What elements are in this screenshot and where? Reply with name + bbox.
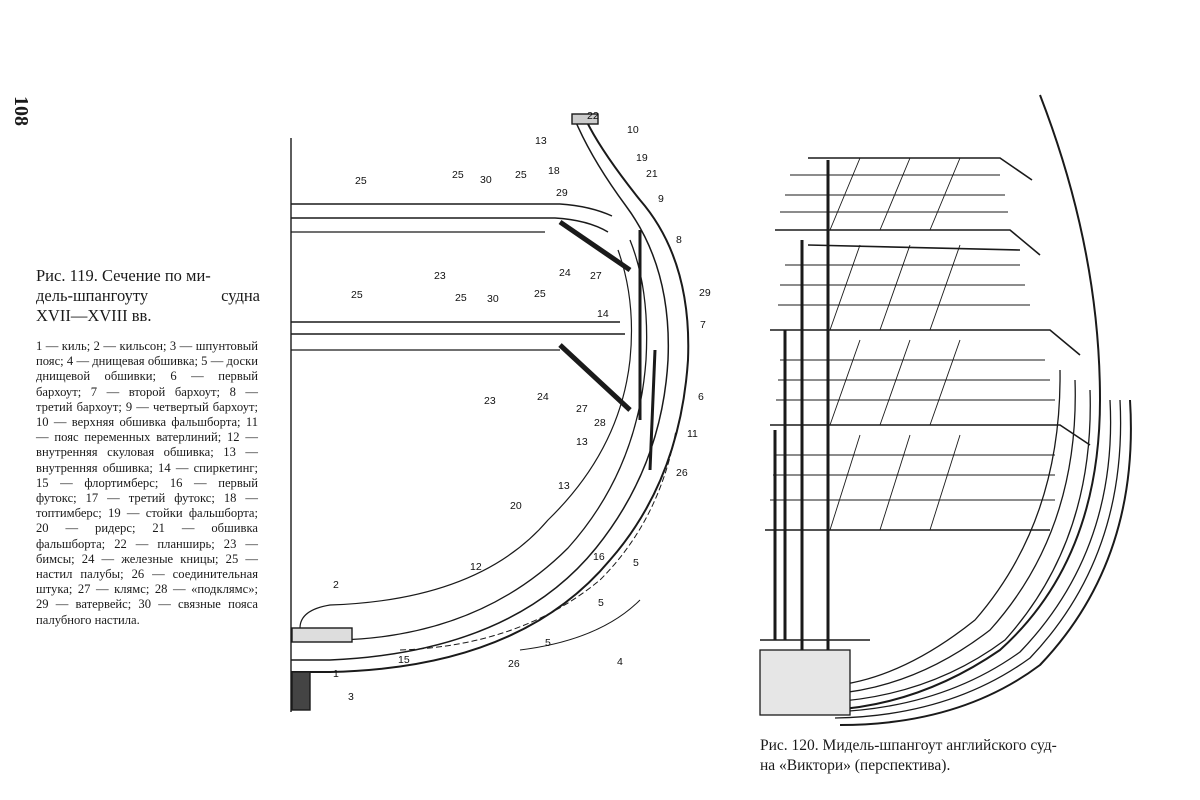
caption-line: Рис. 120. Мидель-шпангоут английского су… — [760, 737, 1057, 754]
callout-26: 26 — [676, 467, 688, 479]
callout-30: 30 — [487, 293, 499, 305]
callout-19: 19 — [636, 152, 648, 164]
callout-25: 25 — [452, 169, 464, 181]
callout-26: 26 — [508, 658, 520, 670]
callout-23: 23 — [484, 395, 496, 407]
callout-5: 5 — [633, 557, 639, 569]
callout-16: 16 — [593, 551, 605, 563]
callout-14: 14 — [597, 308, 609, 320]
callout-11: 11 — [687, 428, 698, 440]
callout-24: 24 — [537, 391, 549, 403]
callout-13: 13 — [576, 436, 588, 448]
callout-1: 1 — [333, 668, 339, 680]
callout-30: 30 — [480, 174, 492, 186]
callout-20: 20 — [510, 500, 522, 512]
callout-5: 5 — [598, 597, 604, 609]
callout-8: 8 — [676, 234, 682, 246]
callout-23: 23 — [434, 270, 446, 282]
callout-9: 9 — [658, 193, 664, 205]
callout-29: 29 — [699, 287, 711, 299]
callout-24: 24 — [559, 267, 571, 279]
callout-6: 6 — [698, 391, 704, 403]
figure-119-legend: 1 — киль; 2 — кильсон; 3 — шпунтовый поя… — [36, 339, 258, 627]
callout-25: 25 — [351, 289, 363, 301]
callout-25: 25 — [534, 288, 546, 300]
callout-3: 3 — [348, 691, 354, 703]
callout-25: 25 — [455, 292, 467, 304]
callout-22: 22 — [587, 110, 599, 122]
callout-27: 27 — [576, 403, 588, 415]
callout-29: 29 — [556, 187, 568, 199]
figure-119-caption: Рис. 119. Сечение по ми- дель-шпангоуту … — [36, 266, 260, 326]
callout-28: 28 — [594, 417, 606, 429]
callout-25: 25 — [515, 169, 527, 181]
figure-120-caption: Рис. 120. Мидель-шпангоут английского су… — [760, 736, 1180, 776]
callout-27: 27 — [590, 270, 602, 282]
callout-18: 18 — [548, 165, 560, 177]
caption-line: дель-шпангоуту судна — [36, 286, 260, 305]
callout-12: 12 — [470, 561, 482, 573]
callout-4: 4 — [617, 656, 623, 668]
callout-21: 21 — [646, 168, 658, 180]
callout-15: 15 — [398, 654, 410, 666]
callout-13: 13 — [535, 135, 547, 147]
caption-line: Рис. 119. Сечение по ми- — [36, 266, 211, 285]
callout-10: 10 — [627, 124, 639, 136]
caption-line: XVII—XVIII вв. — [36, 306, 152, 325]
callout-25: 25 — [355, 175, 367, 187]
callout-5: 5 — [545, 637, 551, 649]
callout-7: 7 — [700, 319, 706, 331]
callout-13: 13 — [558, 480, 570, 492]
callout-2: 2 — [333, 579, 339, 591]
caption-line: на «Виктори» (перспектива). — [760, 757, 951, 774]
